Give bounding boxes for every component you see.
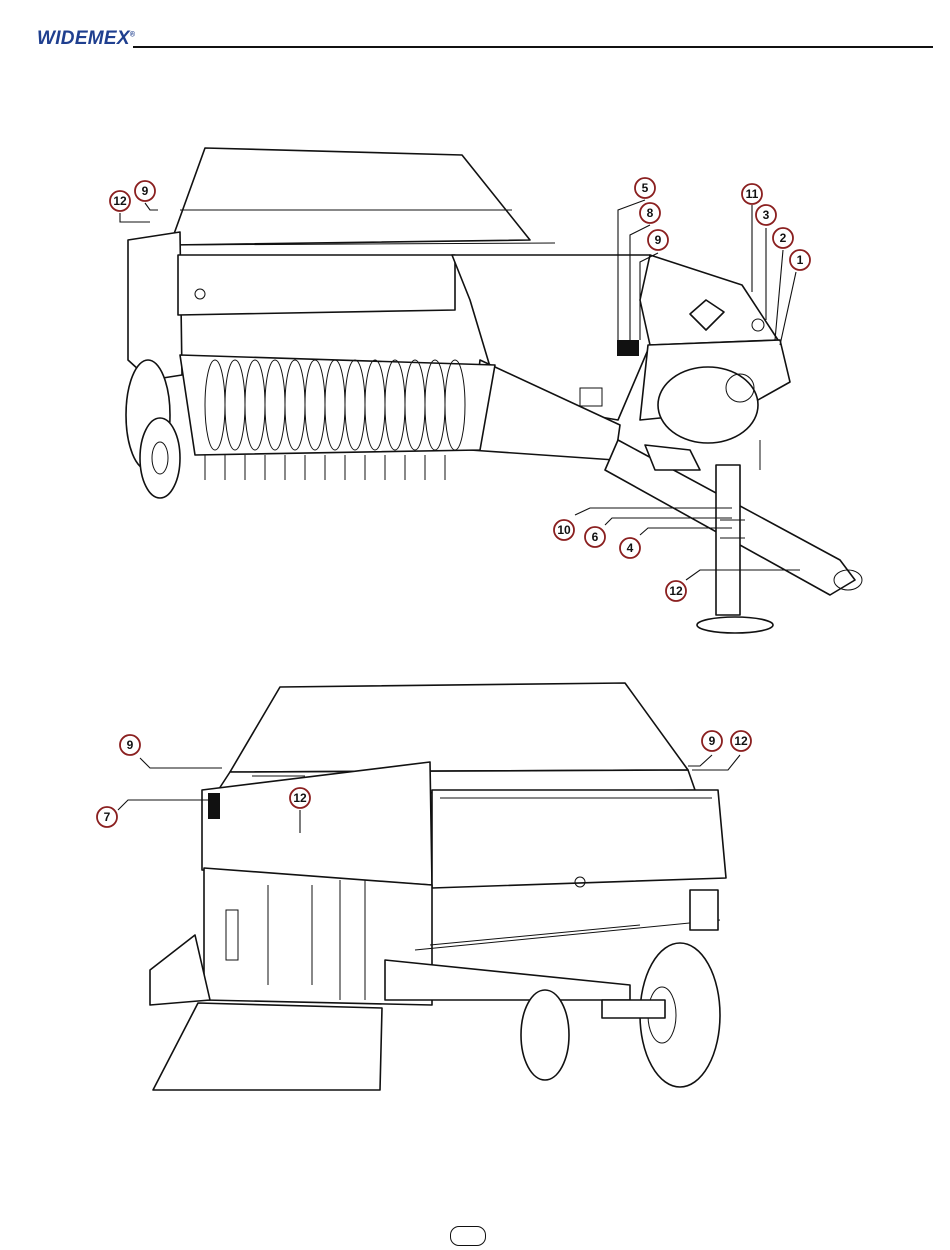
callout-bottom-9a: 9: [120, 735, 140, 755]
callout-top-12b: 12: [666, 581, 686, 601]
callout-top-12a: 12: [110, 191, 130, 211]
callout-top-11: 11: [742, 184, 762, 204]
callout-top-10: 10: [554, 520, 574, 540]
svg-text:9: 9: [127, 738, 134, 752]
callout-top-9b: 9: [648, 230, 668, 250]
callout-top-2: 2: [773, 228, 793, 248]
svg-text:6: 6: [592, 530, 599, 544]
svg-text:4: 4: [627, 541, 634, 555]
svg-text:7: 7: [104, 810, 111, 824]
callout-top-9a: 9: [135, 181, 155, 201]
callout-top-3: 3: [756, 205, 776, 225]
callout-bottom-7: 7: [97, 807, 117, 827]
callout-top-8: 8: [640, 203, 660, 223]
svg-text:9: 9: [655, 233, 662, 247]
callout-bottom-12a: 12: [731, 731, 751, 751]
svg-text:8: 8: [647, 206, 654, 220]
svg-text:2: 2: [780, 231, 787, 245]
svg-text:10: 10: [557, 523, 571, 537]
svg-text:11: 11: [746, 187, 759, 201]
svg-text:12: 12: [734, 734, 748, 748]
svg-text:3: 3: [763, 208, 770, 222]
svg-text:9: 9: [709, 734, 716, 748]
callout-bottom-9b: 9: [702, 731, 722, 751]
callout-top-5: 5: [635, 178, 655, 198]
svg-text:12: 12: [669, 584, 683, 598]
callout-top-6: 6: [585, 527, 605, 547]
callout-bottom-12b: 12: [290, 788, 310, 808]
svg-text:9: 9: [142, 184, 149, 198]
svg-text:5: 5: [642, 181, 649, 195]
svg-text:1: 1: [797, 253, 804, 267]
svg-text:12: 12: [113, 194, 127, 208]
svg-text:12: 12: [293, 791, 307, 805]
page-number-badge: [450, 1226, 486, 1246]
callout-top-4: 4: [620, 538, 640, 558]
callout-top-1: 1: [790, 250, 810, 270]
